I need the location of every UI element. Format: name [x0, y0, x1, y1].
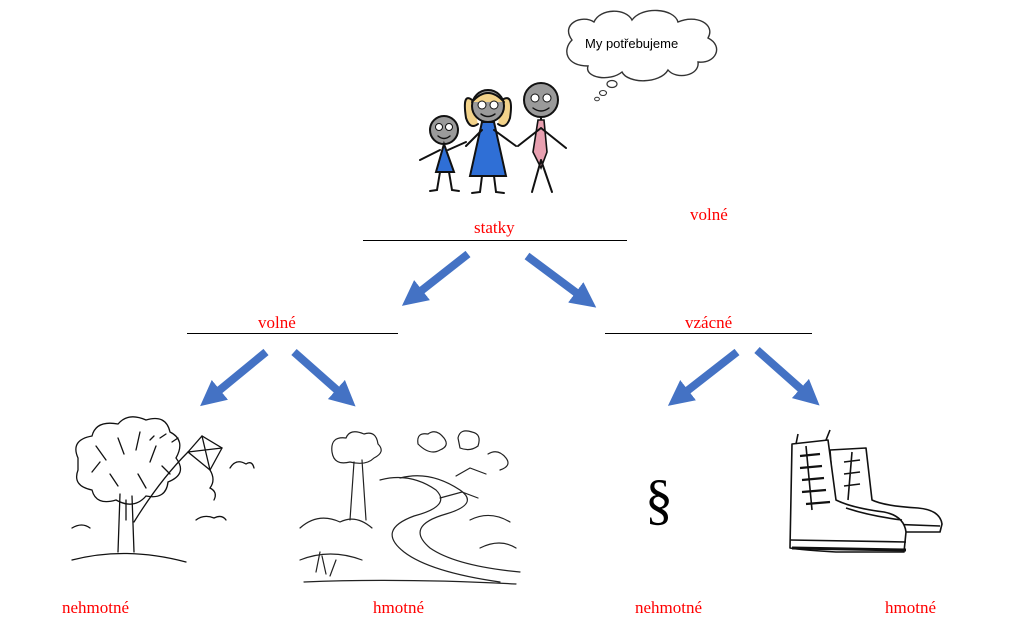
label-leaf-2: hmotné: [373, 598, 424, 617]
section-sign-icon: §: [645, 469, 673, 531]
root-underline: [363, 240, 627, 241]
arrow-left-2: [291, 349, 356, 407]
arrow-left-1: [200, 348, 269, 407]
arrow-root-left: [401, 250, 471, 306]
label-root: statky: [474, 218, 515, 237]
label-top-right: volné: [690, 205, 728, 224]
label-left-branch: volné: [258, 313, 296, 332]
label-leaf-4: hmotné: [885, 598, 936, 617]
left-branch-underline: [187, 333, 398, 334]
arrow-root-right: [524, 252, 597, 308]
label-right-branch: vzácné: [685, 313, 733, 332]
arrow-right-1: [667, 348, 740, 406]
label-leaf-3: nehmotné: [635, 598, 703, 617]
speech-bubble-text: My potřebujeme: [585, 36, 679, 51]
right-branch-underline: [605, 333, 812, 334]
label-leaf-1: nehmotné: [62, 598, 130, 617]
arrow-right-2: [754, 347, 820, 406]
